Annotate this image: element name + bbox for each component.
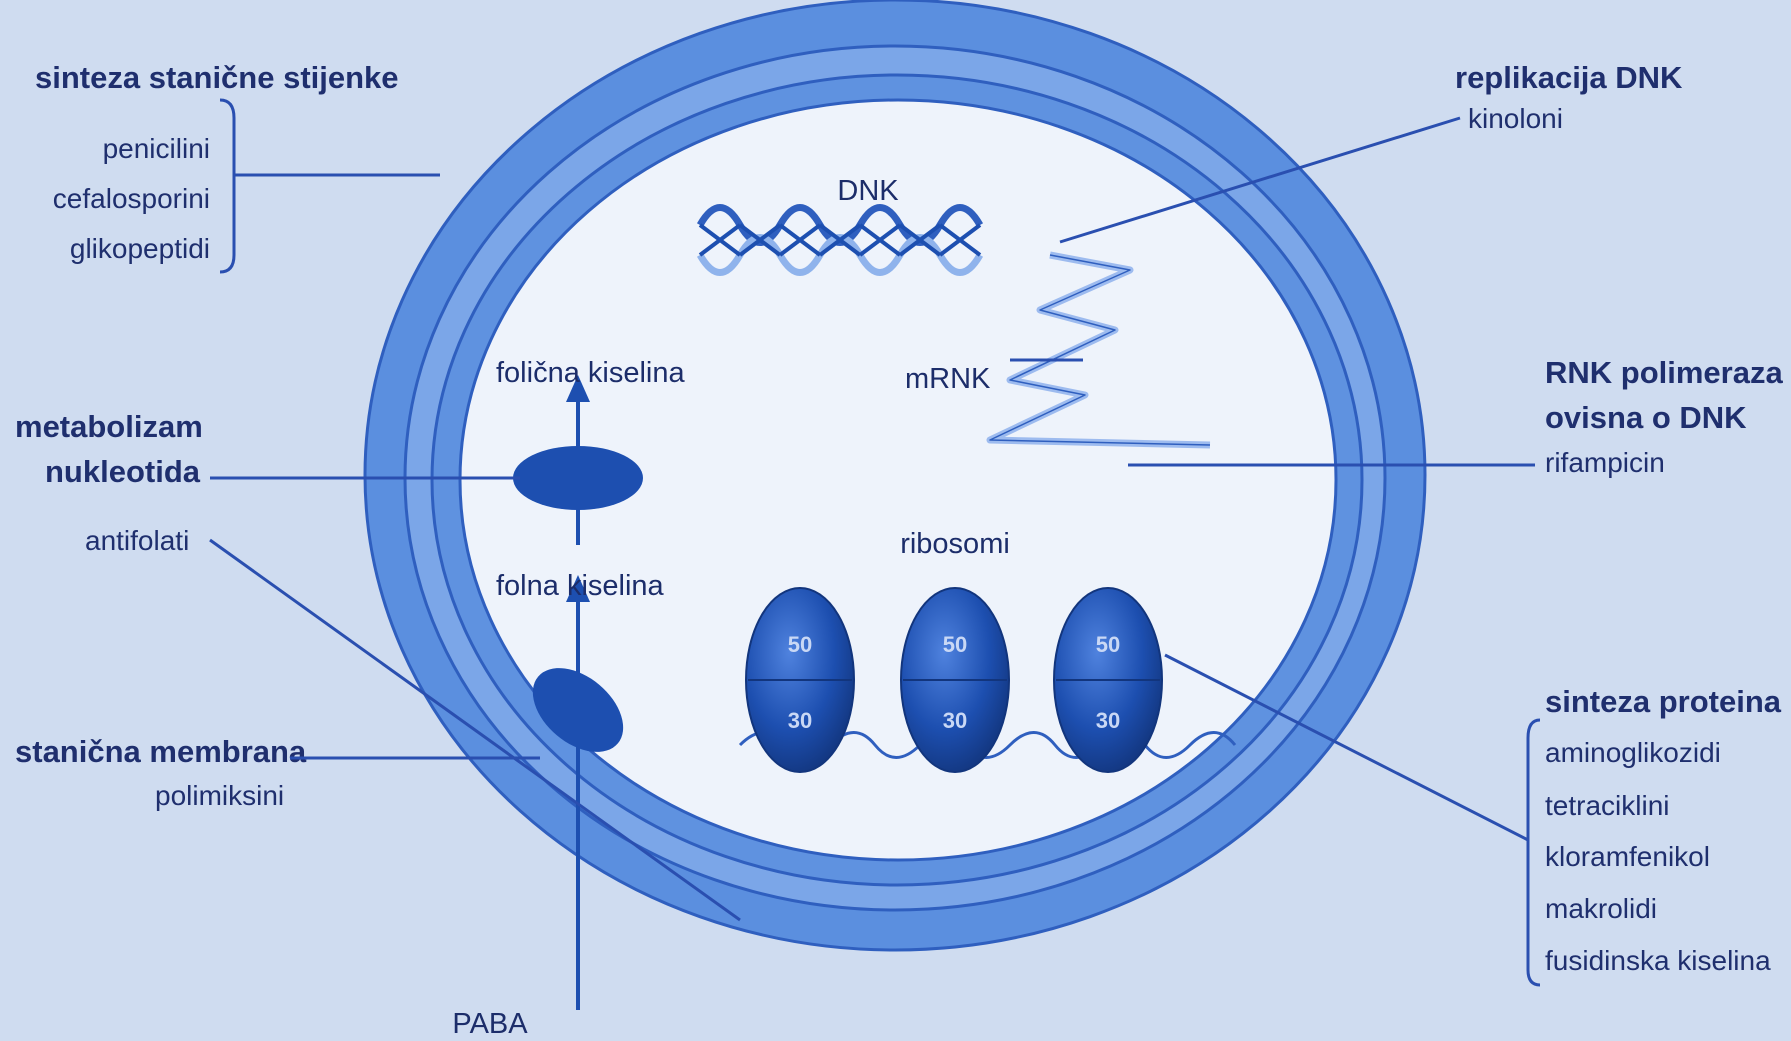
cell-wall-bracket [220,100,234,272]
protein-synthesis-drug: tetraciklini [1545,790,1669,821]
rna-polymerase-heading-1: RNK polimeraza [1545,355,1783,390]
cell-wall-drug: glikopeptidi [70,233,210,264]
ribosome: 50 30 [901,588,1009,772]
ribosome: 50 30 [1054,588,1162,772]
mrna-label: mRNK [905,363,991,395]
protein-synthesis-drug: fusidinska kiselina [1545,945,1771,976]
nucleotide-metabolism-heading-2: nukleotida [45,454,201,489]
ribosome: 50 30 [746,588,854,772]
folinic-acid-label: folična kiselina [496,357,685,389]
dna-replication-heading: replikacija DNK [1455,60,1683,95]
rifampicin-label: rifampicin [1545,447,1665,478]
paba-label: PABA [452,1008,528,1040]
protein-synthesis-drug: makrolidi [1545,893,1657,924]
cell-wall-drug: cefalosporini [53,183,210,214]
antifolates-label: antifolati [85,525,189,556]
ribosome-small-subunit: 30 [1096,708,1120,733]
dna-label: DNK [837,175,899,207]
ribosome-large-subunit: 50 [1096,632,1120,657]
protein-synthesis-bracket [1528,720,1540,985]
polymyxins-label: polimiksini [155,780,284,811]
ribosome-large-subunit: 50 [788,632,812,657]
protein-synthesis-heading: sinteza proteina [1545,684,1782,719]
ribosome-small-subunit: 30 [788,708,812,733]
quinolones-label: kinoloni [1468,103,1563,134]
nucleotide-metabolism-heading-1: metabolizam [15,409,203,444]
cell-wall-drug: penicilini [103,133,210,164]
protein-synthesis-drug: aminoglikozidi [1545,737,1721,768]
protein-synthesis-drug: kloramfenikol [1545,841,1710,872]
ribosome-large-subunit: 50 [943,632,967,657]
cell-membrane-heading: stanična membrana [15,734,307,769]
rna-polymerase-heading-2: ovisna o DNK [1545,400,1747,435]
ribosome-small-subunit: 30 [943,708,967,733]
cell-wall-synthesis-heading: sinteza stanične stijenke [35,60,399,95]
folic-acid-label: folna kiselina [496,570,665,602]
ribosomes-label: ribosomi [900,528,1010,560]
